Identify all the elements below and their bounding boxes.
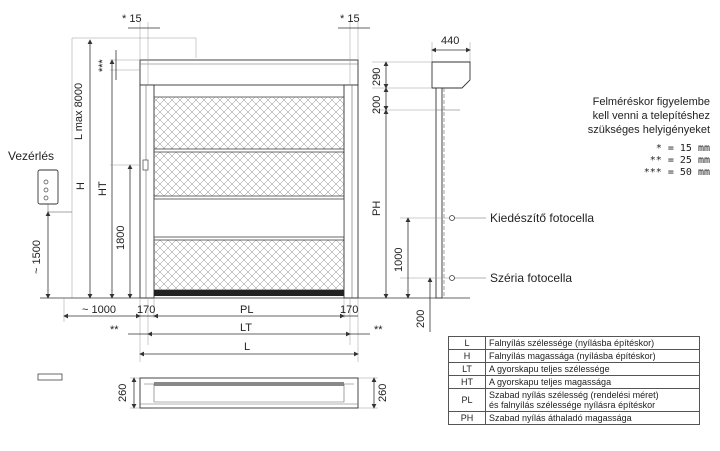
dim-290: 290	[371, 68, 383, 86]
door-front-view	[40, 37, 470, 299]
legend-row: L Falnyílás szélessége (nyílásba építésk…	[448, 336, 700, 350]
extra-photocell-label: Kiedészítő fotocella	[490, 211, 594, 225]
curtain-mesh-panel-1	[153, 96, 345, 150]
dim-stars2-left: **	[110, 324, 119, 336]
legend-text: A gyorskapu teljes szélessége	[485, 362, 700, 376]
legend-row: PH Szabad nyílás áthaladó magassága	[448, 411, 700, 425]
dim-1800: 1800	[115, 226, 127, 250]
dim-lmax: L max 8000	[73, 83, 85, 140]
note-star1: * = 15 mm	[655, 143, 710, 154]
dim-1000-left: ~ 1000	[82, 304, 116, 316]
dim-170-right: 170	[340, 304, 358, 316]
note-line-3: szükséges helyigényeket	[587, 124, 710, 136]
curtain-mesh-panel-2	[153, 151, 345, 197]
top-dims	[110, 22, 370, 85]
dim-1500: ~ 1500	[31, 240, 43, 274]
control-box	[37, 169, 72, 213]
dim-ht: HT	[97, 181, 109, 196]
side-guide-left	[139, 84, 155, 299]
dim-1000-right: 1000	[393, 248, 405, 272]
extra-photocell-marker	[449, 215, 455, 221]
dim-170-left: 170	[137, 304, 155, 316]
plan-control-box	[37, 373, 63, 381]
dim-lt: LT	[240, 322, 252, 334]
dim-ph: PH	[371, 201, 383, 216]
note-line-2: kell venni a telepítéshez	[592, 110, 710, 122]
legend-key: LT	[448, 362, 486, 376]
plan-view	[130, 377, 378, 409]
dim-260-left: 260	[117, 384, 129, 402]
dim-stars2-right: **	[374, 324, 383, 336]
curtain-mesh-panel-3	[153, 239, 345, 291]
note-star2: ** = 25 mm	[649, 155, 710, 166]
legend-text-multi: Szabad nyílás szélesség (rendelési méret…	[485, 388, 700, 412]
dim-stars3: ***	[97, 58, 109, 72]
bottom-bar	[154, 290, 344, 296]
side-view	[372, 42, 486, 332]
dim-star15-right: * 15	[340, 13, 360, 25]
legend-text: Szabad nyílás áthaladó magassága	[485, 411, 700, 425]
legend-text: A gyorskapu teljes magassága	[485, 375, 700, 389]
dim-260-right: 260	[377, 384, 389, 402]
serial-photocell-label: Széria fotocella	[490, 271, 572, 285]
note-line-1: Felméréskor figyelembe	[592, 96, 710, 108]
legend-key: L	[448, 336, 486, 350]
curtain-window-panel	[153, 198, 345, 238]
legend-row: H Falnyílás magassága (nyílásba építésko…	[448, 349, 700, 363]
legend-row: HT A gyorskapu teljes magassága	[448, 375, 700, 389]
legend-text: Falnyílás magassága (nyílásba építéskor)	[485, 349, 700, 363]
side-guide-right	[343, 84, 359, 299]
dim-h: H	[75, 182, 87, 190]
legend-text: Falnyílás szélessége (nyílásba építéskor…	[485, 336, 700, 350]
legend-text: Szabad nyílás szélesség (rendelési méret…	[489, 390, 659, 400]
dim-440: 440	[441, 35, 459, 47]
legend-row: LT A gyorskapu teljes szélessége	[448, 362, 700, 376]
legend-table: L Falnyílás szélessége (nyílásba építésk…	[448, 336, 700, 425]
dim-200-top: 200	[371, 96, 383, 114]
bottom-horizontal-dims	[63, 298, 370, 362]
legend-key: HT	[448, 375, 486, 389]
legend-key: PL	[448, 388, 486, 412]
note-star3: *** = 50 mm	[643, 167, 710, 178]
serial-photocell-marker	[449, 275, 455, 281]
dim-200-bottom: 200	[415, 310, 427, 328]
legend-text-2: és falnyílás szélessége nyílásra építésk…	[489, 400, 656, 410]
survey-notes: Felméréskor figyelembe kell venni a tele…	[560, 95, 710, 179]
legend-key: H	[448, 349, 486, 363]
legend-key: PH	[448, 411, 486, 425]
left-vertical-dims	[45, 39, 140, 299]
control-label: Vezérlés	[8, 149, 54, 163]
dim-pl: PL	[240, 304, 253, 316]
dim-star15-left: * 15	[122, 13, 142, 25]
legend-row: PL Szabad nyílás szélesség (rendelési mé…	[448, 388, 700, 412]
dim-l: L	[244, 341, 250, 353]
